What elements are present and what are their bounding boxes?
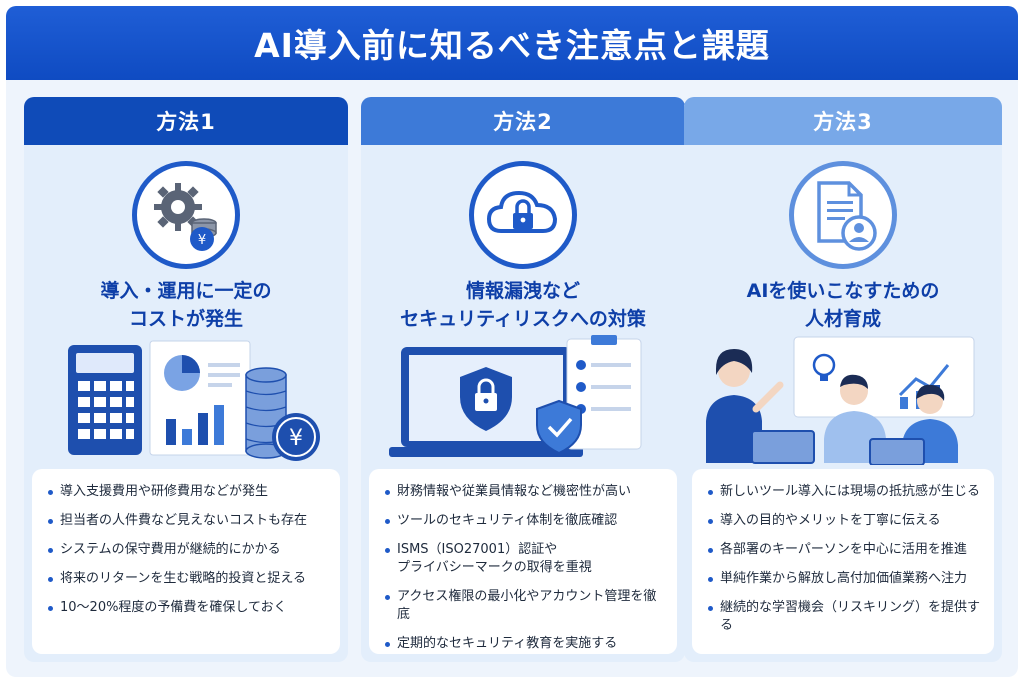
- list-item: 担当者の人件費など見えないコストも存在: [46, 512, 326, 530]
- list-item: 10〜20%程度の予備費を確保しておく: [46, 599, 326, 617]
- method-card-2: 方法2 情報漏洩など セキュリティリスクへの対策: [361, 97, 685, 662]
- list-item: 将来のリターンを生む戦略的投資と捉える: [46, 570, 326, 588]
- gear-coin-icon: ¥: [132, 161, 240, 269]
- svg-text:¥: ¥: [289, 426, 303, 451]
- page-title: AI導入前に知るべき注意点と課題: [254, 26, 770, 65]
- svg-text:¥: ¥: [198, 233, 206, 248]
- cloud-lock-icon: [469, 161, 577, 269]
- list-item: 財務情報や従業員情報など機密性が高い: [383, 483, 663, 501]
- method-list-2: 財務情報や従業員情報など機密性が高い ツールのセキュリティ体制を徹底確認 ISM…: [369, 469, 677, 654]
- method-heading-3: 方法3: [684, 97, 1002, 145]
- list-item: 導入の目的やメリットを丁寧に伝える: [706, 512, 980, 530]
- method-card-1: 方法1 ¥ 導入・運用に一定の コ: [24, 97, 348, 662]
- method-card-3: 方法3 AIを使いこなすための 人材育成: [684, 97, 1002, 662]
- page-header: AI導入前に知るべき注意点と課題: [6, 6, 1018, 80]
- method-title-2: 情報漏洩など セキュリティリスクへの対策: [400, 280, 646, 330]
- list-item: 各部署のキーパーソンを中心に活用を推進: [706, 541, 980, 559]
- list-item: ISMS（ISO27001）認証や プライバシーマークの取得を重視: [383, 541, 663, 577]
- list-item: システムの保守費用が継続的にかかる: [46, 541, 326, 559]
- document-person-icon: [789, 161, 897, 269]
- list-item: 定期的なセキュリティ教育を実施する: [383, 635, 663, 653]
- method-list-1: 導入支援費用や研修費用などが発生 担当者の人件費など見えないコストも存在 システ…: [32, 469, 340, 654]
- list-item: ツールのセキュリティ体制を徹底確認: [383, 512, 663, 530]
- list-item: アクセス権限の最小化やアカウント管理を徹底: [383, 588, 663, 624]
- method-heading-2: 方法2: [361, 97, 685, 145]
- list-item: 新しいツール導入には現場の抵抗感が生じる: [706, 483, 980, 501]
- training-illustration: [694, 335, 992, 466]
- method-heading-1: 方法1: [24, 97, 348, 145]
- method-list-3: 新しいツール導入には現場の抵抗感が生じる 導入の目的やメリットを丁寧に伝える 各…: [692, 469, 994, 654]
- method-title-1: 導入・運用に一定の コストが発生: [100, 280, 272, 330]
- security-illustration: [371, 335, 675, 465]
- list-item: 継続的な学習機会（リスキリング）を提供する: [706, 599, 980, 635]
- cost-illustration: ¥: [34, 335, 338, 465]
- list-item: 導入支援費用や研修費用などが発生: [46, 483, 326, 501]
- method-title-3: AIを使いこなすための 人材育成: [746, 280, 940, 330]
- list-item: 単純作業から解放し高付加価値業務へ注力: [706, 570, 980, 588]
